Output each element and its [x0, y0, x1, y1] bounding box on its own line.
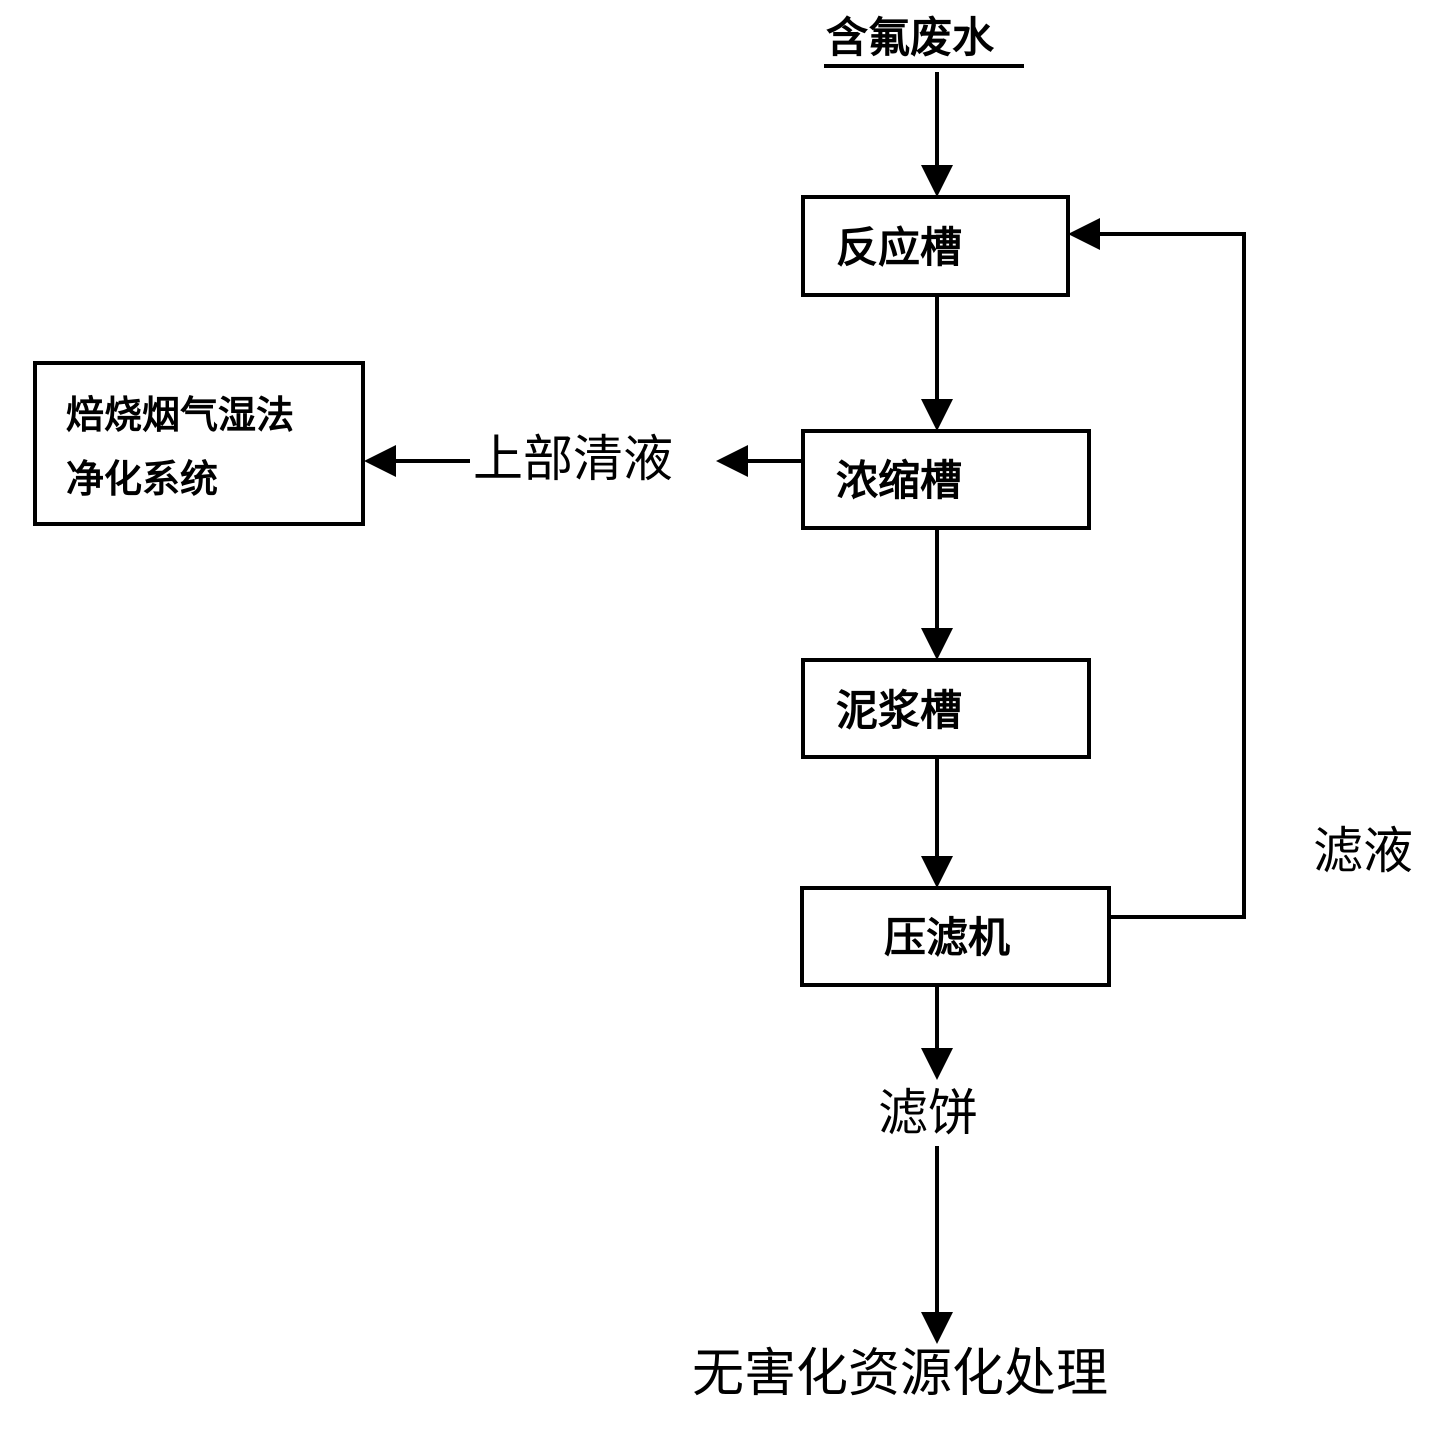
- arrowhead-reaction-in: [921, 165, 953, 197]
- slurry-tank-box: [801, 658, 1091, 759]
- arrowhead-slurry-in: [921, 628, 953, 660]
- arrowhead-thickener-in: [921, 399, 953, 431]
- arrowhead-overflow: [716, 445, 748, 477]
- slurry-tank-label: 泥浆槽: [836, 686, 963, 735]
- filter-press-label: 压滤机: [884, 913, 1011, 962]
- filter-cake-label: 滤饼: [878, 1084, 978, 1142]
- treatment-label: 无害化资源化处理: [692, 1344, 1109, 1404]
- scrubber-label-line1: 焙烧烟气湿法: [66, 393, 295, 437]
- thickener-box: [801, 429, 1091, 530]
- overflow-label: 上部清液: [473, 430, 673, 488]
- scrubber-system-box: [33, 361, 365, 526]
- reaction-tank-label: 反应槽: [836, 223, 963, 272]
- arrowhead-cake: [921, 1048, 953, 1080]
- input-underline: [824, 64, 1024, 68]
- arrowhead-press-in: [921, 856, 953, 888]
- filtrate-recycle-line: [1100, 232, 1246, 919]
- arrowhead-scrubber-in: [364, 445, 396, 477]
- filter-press-box: [800, 886, 1111, 987]
- arrowhead-treatment: [921, 1312, 953, 1344]
- scrubber-label-line2: 净化系统: [66, 457, 219, 501]
- input-label: 含氟废水: [826, 13, 995, 62]
- arrowhead-recycle-in: [1068, 218, 1100, 250]
- thickener-label: 浓缩槽: [836, 456, 963, 505]
- filtrate-label: 滤液: [1313, 822, 1413, 880]
- reaction-tank-box: [801, 195, 1070, 297]
